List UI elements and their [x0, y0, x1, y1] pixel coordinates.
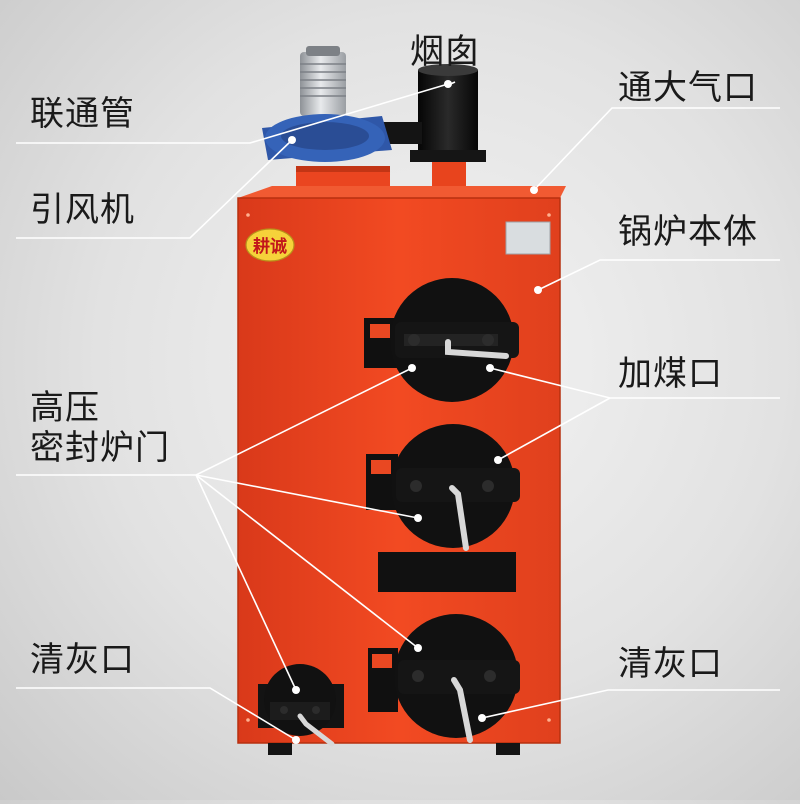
leader-line-door-bot — [195, 474, 419, 649]
induced-fan — [262, 46, 392, 196]
label-induced-fan: 引风机 — [30, 190, 135, 230]
label-connecting-pipe: 联通管 — [30, 94, 135, 134]
brand-logo-text: 耕诚 — [253, 236, 287, 257]
label-sealed-door-line1: 高压 — [30, 388, 100, 428]
leader-line-boiler-body — [537, 259, 780, 291]
top-sealed-door — [364, 278, 519, 402]
label-ash-port-left: 清灰口 — [30, 640, 135, 680]
leader-line-ash-right — [481, 689, 780, 719]
motor — [300, 52, 346, 116]
label-boiler-body: 锅炉本体 — [618, 212, 758, 252]
leader-line-atmosphere-port — [533, 107, 780, 191]
leader-line-induced-fan — [16, 139, 293, 239]
label-sealed-door-line2: 密封炉门 — [30, 428, 170, 468]
label-coal-feed-port: 加煤口 — [618, 354, 723, 394]
label-chimney: 烟囱 — [410, 32, 480, 72]
middle-sealed-door — [366, 424, 520, 551]
leader-line-coal-feed-2 — [497, 397, 611, 461]
leader-dots — [288, 80, 542, 744]
leader-line-ash-small-a — [195, 474, 297, 691]
label-atmosphere-port: 通大气口 — [618, 68, 758, 108]
nameplate — [505, 221, 551, 255]
leader-line-connecting-pipe — [16, 83, 449, 144]
brand-logo: 耕诚 — [245, 228, 295, 262]
leader-line-door-top — [195, 367, 413, 476]
small-ash-door — [258, 664, 344, 747]
leader-line-ash-left — [16, 687, 297, 741]
leader-line-door-mid — [195, 474, 419, 519]
bottom-sealed-door — [368, 614, 520, 743]
label-ash-port-right: 清灰口 — [618, 644, 723, 684]
leader-lines — [16, 81, 780, 741]
black-plate — [378, 552, 516, 592]
connecting-pipe — [382, 122, 422, 144]
